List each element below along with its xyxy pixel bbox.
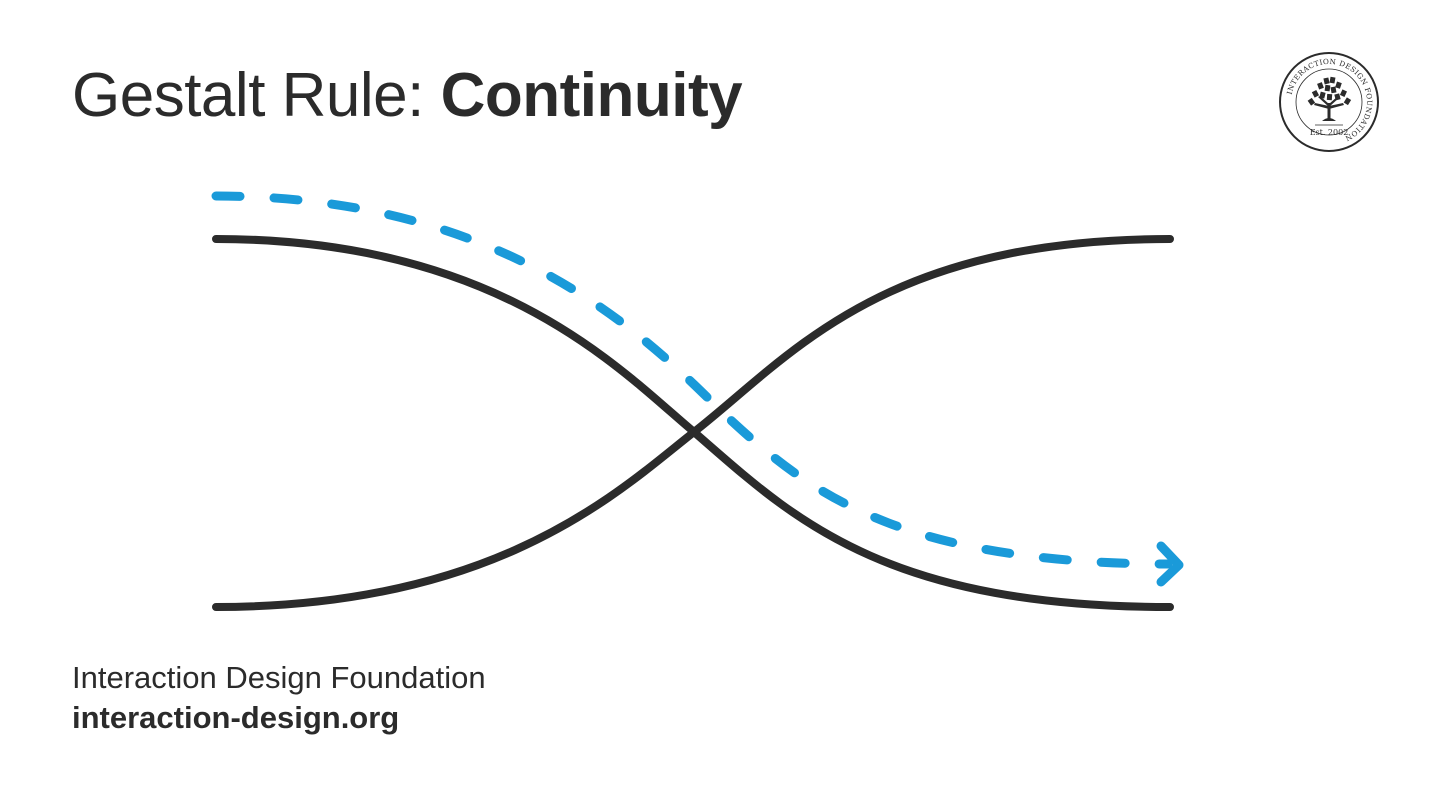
idf-logo: INTERACTION DESIGN FOUNDATION Est. 2002 bbox=[1279, 52, 1379, 152]
tree-icon bbox=[1307, 76, 1352, 121]
curve-descending bbox=[212, 235, 1174, 611]
footer-website-link[interactable]: interaction-design.org bbox=[72, 700, 400, 735]
slide-title: Gestalt Rule: Continuity bbox=[72, 58, 743, 134]
footer-organization: Interaction Design Foundation bbox=[72, 660, 486, 695]
footer: Interaction Design Foundation interactio… bbox=[72, 658, 486, 738]
title-prefix: Gestalt Rule: bbox=[72, 61, 424, 130]
logo-established: Est. 2002 bbox=[1310, 128, 1349, 137]
title-emphasis: Continuity bbox=[440, 61, 743, 130]
arrow-head-icon bbox=[1156, 541, 1184, 587]
curve-ascending bbox=[212, 235, 1174, 611]
continuity-dashed-path bbox=[211, 191, 1173, 569]
